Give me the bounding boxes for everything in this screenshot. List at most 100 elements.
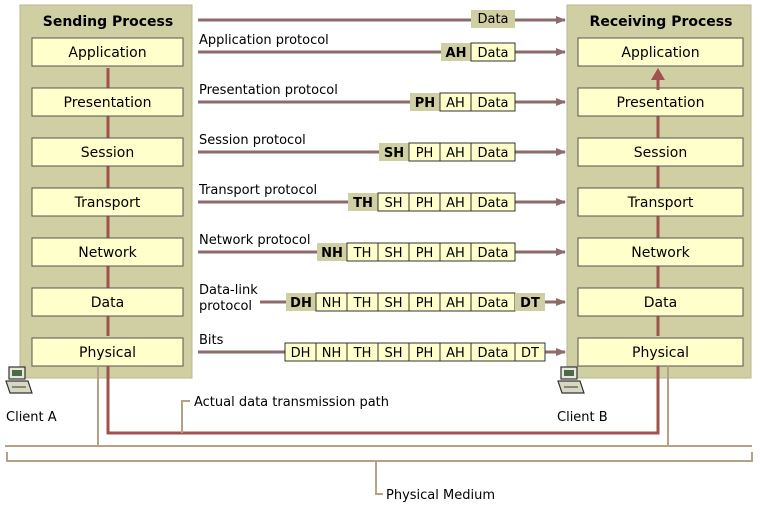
receiving-layers: ApplicationPresentationSessionTransportN… <box>577 37 744 367</box>
header-cell-label: AH <box>446 246 465 261</box>
header-cell-label: AH <box>446 346 465 361</box>
header-cell-label: TH <box>353 246 372 261</box>
sending-layer-label: Session <box>81 145 134 161</box>
header-cell-label: AH <box>446 296 465 311</box>
new-header-cell <box>441 43 471 61</box>
header-cell <box>346 242 379 262</box>
sending-layer-box <box>31 37 184 67</box>
header-cell <box>439 92 472 112</box>
trailer-cell <box>514 342 546 362</box>
trailer-label: DT <box>521 346 539 361</box>
path-label-leader <box>181 400 190 433</box>
header-cell-label: AH <box>446 196 465 211</box>
header-cell-label: SH <box>384 296 402 311</box>
path-label: Actual data transmission path <box>194 395 389 410</box>
data-cell-label: Data <box>477 146 508 161</box>
data-cell-label: Data <box>477 346 508 361</box>
sending-layer-label: Application <box>68 45 146 61</box>
data-cell-label: Data <box>477 246 508 261</box>
receiving-layer-label: Physical <box>632 345 689 361</box>
header-cell-label: PH <box>416 346 434 361</box>
receiving-title: Receiving Process <box>590 14 733 30</box>
up-arrowhead <box>651 68 665 80</box>
trailer-cell <box>515 293 545 311</box>
sending-layer-label: Physical <box>79 345 136 361</box>
receiving-layer-box <box>577 287 744 317</box>
header-cell-label: DH <box>291 346 311 361</box>
medium-label-leader <box>375 461 383 495</box>
sending-layer-box <box>31 337 184 367</box>
receiving-layer-label: Network <box>631 245 690 261</box>
new-header-cell <box>317 243 347 261</box>
receiving-layer-label: Data <box>644 295 677 311</box>
header-cell-label: PH <box>416 146 434 161</box>
new-header-label: PH <box>415 96 435 111</box>
protocol-label: Application protocol <box>199 33 329 48</box>
new-header-cell <box>379 143 409 161</box>
sending-layer-box <box>31 237 184 267</box>
receiving-layer-label: Transport <box>627 195 694 211</box>
header-cell <box>408 142 441 162</box>
new-header-cell <box>286 293 316 311</box>
header-cell-label: AH <box>446 146 465 161</box>
receiving-layer-label: Presentation <box>617 95 705 111</box>
header-cell-label: TH <box>353 346 372 361</box>
protocol-label: Bits <box>199 333 224 348</box>
transmission-path <box>106 366 660 435</box>
sending-layer-label: Transport <box>74 195 141 211</box>
header-cell-label: PH <box>416 296 434 311</box>
receiving-layer-box <box>577 87 744 117</box>
header-cell-label: NH <box>322 346 342 361</box>
receiving-layer-box <box>577 187 744 217</box>
receiving-layer-box <box>577 137 744 167</box>
sending-layers: ApplicationPresentationSessionTransportN… <box>31 37 184 367</box>
client-a-label: Client A <box>6 410 57 425</box>
data-cell-label: Data <box>477 96 508 111</box>
new-header-label: AH <box>446 46 467 61</box>
receiving-layer-box <box>577 37 744 67</box>
new-header-label: DH <box>290 296 312 311</box>
data-cell-label: Data <box>477 296 508 311</box>
receiving-layer-label: Application <box>621 45 699 61</box>
header-cell-label: PH <box>416 246 434 261</box>
sending-layer-box <box>31 87 184 117</box>
header-cell-label: NH <box>322 296 342 311</box>
header-cell <box>377 192 410 212</box>
medium-label: Physical Medium <box>386 488 495 503</box>
header-cell-label: TH <box>353 296 372 311</box>
sending-layer-box <box>31 187 184 217</box>
receiving-layer-label: Session <box>634 145 687 161</box>
top-data-label: Data <box>477 12 508 27</box>
receiving-layer-box <box>577 237 744 267</box>
header-cell-label: PH <box>416 196 434 211</box>
new-header-cell <box>348 193 378 211</box>
header-cell <box>315 292 348 312</box>
protocol-label: Session protocol <box>199 133 306 148</box>
sending-layer-label: Data <box>91 295 124 311</box>
protocol-label: Data-link <box>199 283 258 298</box>
computer-icon <box>557 366 585 394</box>
data-cell-label: Data <box>477 196 508 211</box>
trailer-label: DT <box>520 296 540 311</box>
header-cell-label: SH <box>384 246 402 261</box>
header-cell-label: SH <box>384 196 402 211</box>
protocol-label: Network protocol <box>199 233 310 248</box>
protocol-label: Transport protocol <box>198 183 317 198</box>
protocol-label: Presentation protocol <box>199 83 338 98</box>
header-cell <box>284 342 317 362</box>
new-header-label: SH <box>384 146 404 161</box>
new-header-cell <box>410 93 440 111</box>
header-cell-label: SH <box>384 346 402 361</box>
header-cell-label: AH <box>446 96 465 111</box>
protocol-label: protocol <box>199 299 252 314</box>
client-b-label: Client B <box>557 410 608 425</box>
receiving-layer-box <box>577 337 744 367</box>
new-header-label: TH <box>353 196 373 211</box>
data-cell-label: Data <box>477 46 508 61</box>
